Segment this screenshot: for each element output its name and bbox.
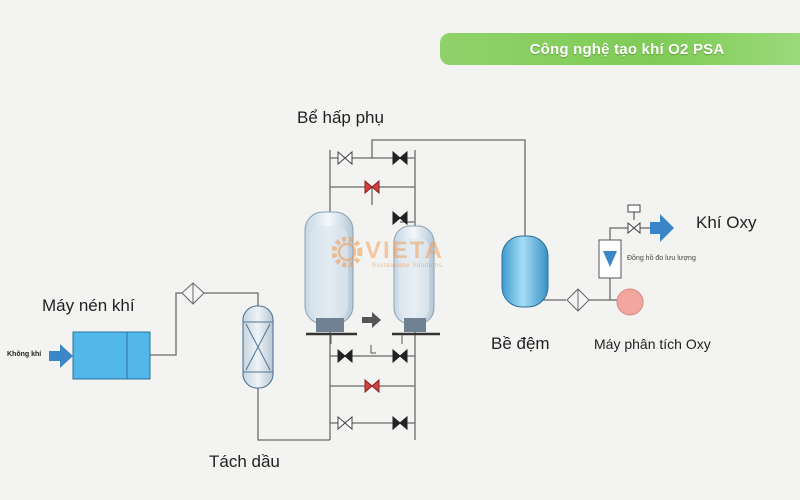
valve-icon (392, 150, 408, 166)
air-compressor (72, 331, 151, 380)
watermark-tagline: Sustainable Solutions (372, 263, 443, 269)
buffer-tank-label: Bề đệm (491, 334, 550, 353)
adsorption-column-right (392, 225, 440, 336)
watermark-name: VIETA (365, 237, 444, 264)
diagram-title: Công nghệ tạo khí O2 PSA (529, 40, 725, 58)
valve-icon (337, 348, 353, 364)
flowmeter-label: Đồng hồ đo lưu lượng (627, 255, 696, 262)
adsorption-tank-label: Bể hấp phụ (297, 108, 384, 127)
buffer-tank (501, 235, 549, 308)
valve-icon (392, 348, 408, 364)
oxygen-analyzer-label: Máy phân tích Oxy (594, 336, 711, 352)
filter-icon (566, 288, 590, 312)
adsorption-column-left (304, 211, 357, 336)
valve-icon (364, 378, 380, 394)
oxygen-outlet-arrow-icon (650, 214, 674, 242)
vieta-logo-gear-icon (331, 236, 363, 268)
valve-icon (337, 415, 353, 431)
title-banner: Công nghệ tạo khí O2 PSA (440, 33, 800, 65)
oxygen-output-label: Khí Oxy (696, 213, 757, 232)
valve-icon (392, 210, 408, 226)
compressor-label: Máy nén khí (42, 296, 135, 315)
oil-separator (242, 305, 274, 389)
valve-icon (337, 150, 353, 166)
air-inlet-label: Không khí (7, 351, 42, 358)
filter-icon (181, 282, 205, 305)
outlet-valve-icon (627, 204, 641, 235)
flow-direction-arrow-icon (362, 312, 381, 328)
valve-icon (364, 179, 380, 195)
valve-icon (392, 415, 408, 431)
flowmeter (598, 239, 622, 279)
oxygen-analyzer (616, 288, 644, 316)
air-inlet-arrow-icon (49, 344, 73, 368)
oil-separator-label: Tách dầu (209, 452, 280, 471)
